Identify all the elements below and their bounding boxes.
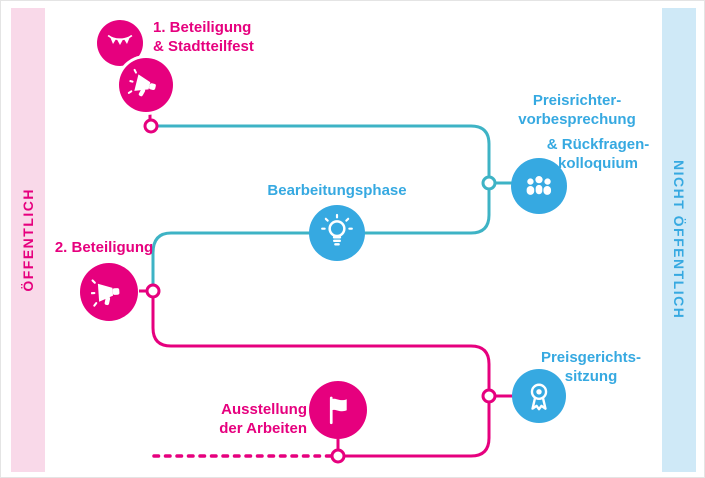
node-step2 <box>145 283 161 299</box>
connector-phase1 <box>158 124 491 176</box>
label-jury-briefing-line3: & Rückfragen- <box>546 136 650 153</box>
step2-megaphone-circle <box>80 263 138 321</box>
lightbulb-icon <box>321 213 353 246</box>
non-public-band-label: NICHT ÖFFENTLICH <box>671 160 687 320</box>
label-participation2-text: 2. Beteiligung <box>54 239 154 256</box>
label-jury-briefing-line1: Preisrichter- <box>532 92 622 109</box>
node-exhibition <box>330 448 346 464</box>
working-phase-circle <box>309 205 365 261</box>
exhibition-circle <box>309 381 367 439</box>
jury-session-circle <box>512 369 566 423</box>
label-exhibition-line2: der Arbeiten <box>219 420 307 438</box>
label-working-phase: Bearbeitungsphase <box>247 181 427 200</box>
label-jury-briefing-line2: vorbesprechung <box>518 111 636 129</box>
node-step1 <box>143 118 159 134</box>
megaphone-icon <box>127 68 156 97</box>
label-jury-session-line2: sitzung <box>564 368 618 386</box>
label-jury-briefing-line4: kolloquium <box>558 155 638 173</box>
label-jury-session-line1: Preisgerichts- <box>540 349 642 366</box>
label-participation1-line2: & Stadtteilfest <box>153 38 254 56</box>
connector-phase4 <box>345 403 491 458</box>
label-exhibition: Ausstellung der Arbeiten <box>179 400 307 438</box>
label-participation2: 2. Beteiligung <box>35 238 173 257</box>
public-band: ÖFFENTLICH <box>11 8 45 472</box>
garland-icon <box>107 34 133 45</box>
jury-briefing-circle <box>511 158 567 214</box>
label-jury-session: Preisgerichts- sitzung <box>516 348 666 386</box>
label-participation1: 1. Beteiligung & Stadtteilfest <box>153 18 293 56</box>
label-jury-briefing-top: Preisrichter- vorbesprechung <box>501 91 653 129</box>
medal-icon <box>530 383 548 411</box>
node-jury-session <box>481 388 497 404</box>
megaphone-icon <box>90 279 120 307</box>
label-jury-briefing-bottom: & Rückfragen- kolloquium <box>533 135 663 173</box>
label-exhibition-line1: Ausstellung <box>221 401 307 418</box>
label-working-phase-text: Bearbeitungsphase <box>267 182 407 199</box>
connector-phase3 <box>151 298 491 389</box>
step1-garland-circle <box>97 20 143 66</box>
flag-icon <box>329 396 347 425</box>
step1-megaphone-circle <box>119 58 173 112</box>
non-public-band: NICHT ÖFFENTLICH <box>662 8 696 472</box>
label-participation1-line1: 1. Beteiligung <box>153 19 252 36</box>
people-icon <box>526 176 552 196</box>
node-jury-briefing <box>481 175 497 191</box>
